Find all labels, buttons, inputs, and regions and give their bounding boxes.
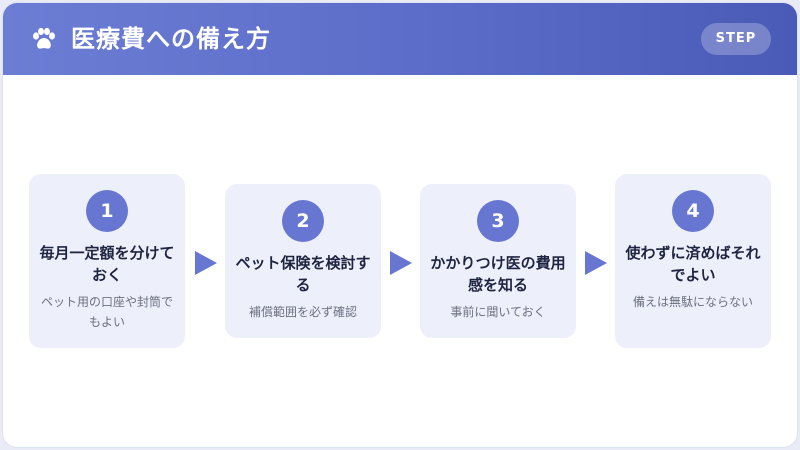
step-card-4: 4 使わずに済めばそれでよい 備えは無駄にならない xyxy=(615,174,771,348)
step-card-2: 2 ペット保険を検討する 補償範囲を必ず確認 xyxy=(225,184,381,338)
arrow-right-icon xyxy=(195,251,217,275)
step-title-1: 毎月一定額を分けておく xyxy=(39,244,175,284)
header-bar: 医療費への備え方 STEP xyxy=(3,3,797,75)
step-title-2: ペット保険を検討する xyxy=(235,254,371,294)
step-number-3: 3 xyxy=(477,200,519,242)
step-number-1: 1 xyxy=(86,190,128,232)
step-card-3: 3 かかりつけ医の費用感を知る 事前に聞いておく xyxy=(420,184,576,338)
step-badge: STEP xyxy=(701,23,771,55)
step-number-2: 2 xyxy=(282,200,324,242)
arrow-right-icon xyxy=(390,251,412,275)
step-desc-4: 備えは無駄にならない xyxy=(632,295,753,309)
arrow-right-icon xyxy=(585,251,607,275)
page-title: 医療費への備え方 xyxy=(71,25,271,53)
step-desc-2: 補償範囲を必ず確認 xyxy=(248,305,357,319)
step-number-4: 4 xyxy=(672,190,714,232)
step-desc-3: 事前に聞いておく xyxy=(450,305,546,319)
step-title-3: かかりつけ医の費用感を知る xyxy=(430,254,566,294)
slide-frame: 医療費への備え方 STEP 1 毎月一定額を分けておく ペット用の口座や封筒でも… xyxy=(3,3,797,447)
step-desc-1: ペット用の口座や封筒でもよい xyxy=(40,295,173,329)
step-card-1: 1 毎月一定額を分けておく ペット用の口座や封筒でもよい xyxy=(29,174,185,348)
step-title-4: 使わずに済めばそれでよい xyxy=(625,244,761,284)
paw-icon xyxy=(33,27,55,49)
